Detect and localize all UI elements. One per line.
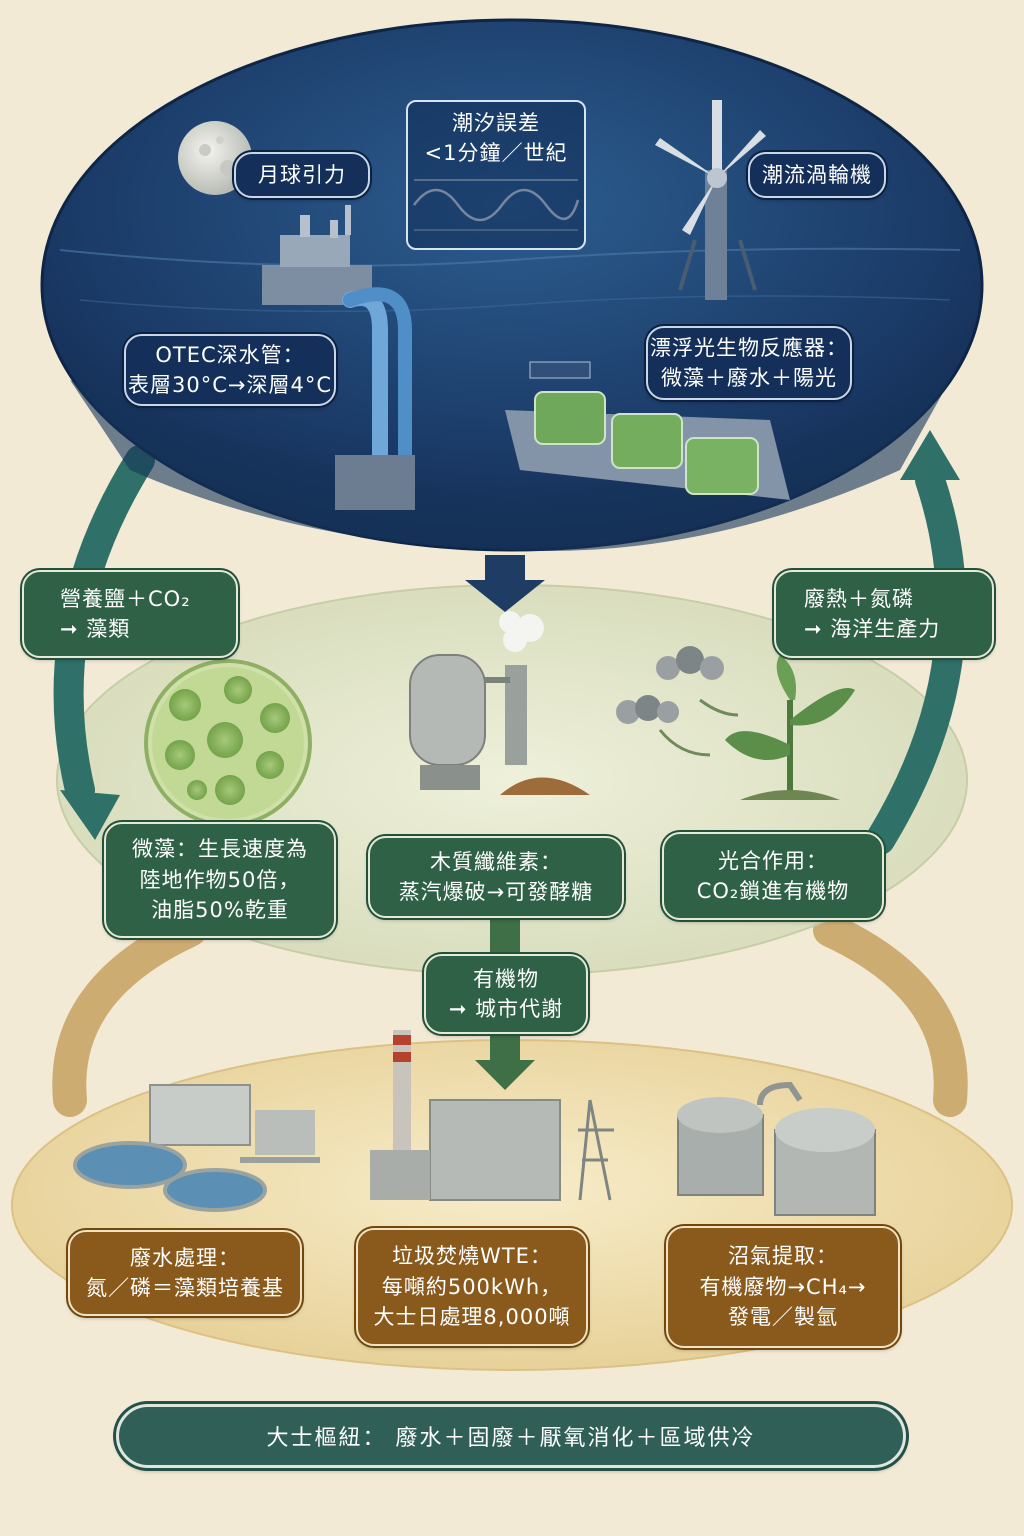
wastewater-plant-icon <box>73 1084 320 1212</box>
microalgae-dish-icon <box>144 659 312 827</box>
bioreactor-icon <box>505 361 790 500</box>
tuas-hub-banner: 大士樞紐： 廢水＋固廢＋厭氧消化＋區域供冷 <box>116 1404 906 1468</box>
arrow-bio-to-city-head <box>475 1060 535 1090</box>
teal-arrow-left-head <box>60 790 120 840</box>
gold-arc-right <box>813 913 968 1117</box>
sea-surface <box>59 247 961 267</box>
bioreactor-label: 漂浮光生物反應器： 微藻＋廢水＋陽光 <box>646 326 852 400</box>
plant-icon <box>725 655 855 800</box>
tide-error-value: <1分鐘／世紀 <box>424 141 568 166</box>
biogas-label: 沼氣提取： 有機廢物→CH₄→ 發電／製氫 <box>666 1226 900 1348</box>
gold-arc-left <box>52 913 207 1117</box>
otec-label: OTEC深水管： 表層30°C→深層4°C <box>124 334 336 406</box>
teal-arrow-right-head <box>900 430 960 480</box>
teal-arrow-right <box>865 465 967 855</box>
biogas-tanks-icon <box>677 1081 876 1216</box>
otec-seabed-unit <box>335 455 415 510</box>
arrow-ocean-to-bio <box>465 555 545 612</box>
tuas-hub-label: 大士樞紐： 廢水＋固廢＋厭氧消化＋區域供冷 <box>266 1426 756 1451</box>
moon-gravity-label: 月球引力 <box>234 152 370 198</box>
microalgae-label: 微藻：生長速度為 陸地作物50倍， 油脂50%乾重 <box>104 822 336 938</box>
otec-pipes <box>342 287 412 468</box>
co2-molecule-icon <box>616 646 739 757</box>
organic-flow-label: 有機物 ➞ 城市代謝 <box>424 954 588 1034</box>
tidal-turbine-icon <box>655 100 766 300</box>
wte-plant-icon <box>370 1030 614 1201</box>
wastewater-label: 廢水處理： 氮／磷＝藻類培養基 <box>68 1230 302 1316</box>
otec-platform-icon <box>262 205 372 305</box>
steam-explosion-reactor-icon <box>409 611 590 795</box>
tide-error-title: 潮汐誤差 <box>452 111 540 135</box>
seabed <box>70 380 950 551</box>
waste-heat-label: 廢熱＋氮磷 ➞ 海洋生產力 <box>774 570 994 658</box>
lignocellulose-label: 木質纖維素： 蒸汽爆破→可發酵糖 <box>368 836 624 918</box>
photosynthesis-label: 光合作用： CO₂鎖進有機物 <box>662 832 884 920</box>
wte-label: 垃圾焚燒WTE： 每噸約500kWh， 大士日處理8,000噸 <box>356 1228 588 1346</box>
tide-error-box: 潮汐誤差 <1分鐘／世紀 <box>406 100 586 250</box>
nutrients-co2-label: 營養鹽＋CO₂ ➞ 藻類 <box>22 570 238 658</box>
moon-icon <box>178 121 252 195</box>
tidal-turbine-label: 潮流渦輪機 <box>748 152 886 198</box>
